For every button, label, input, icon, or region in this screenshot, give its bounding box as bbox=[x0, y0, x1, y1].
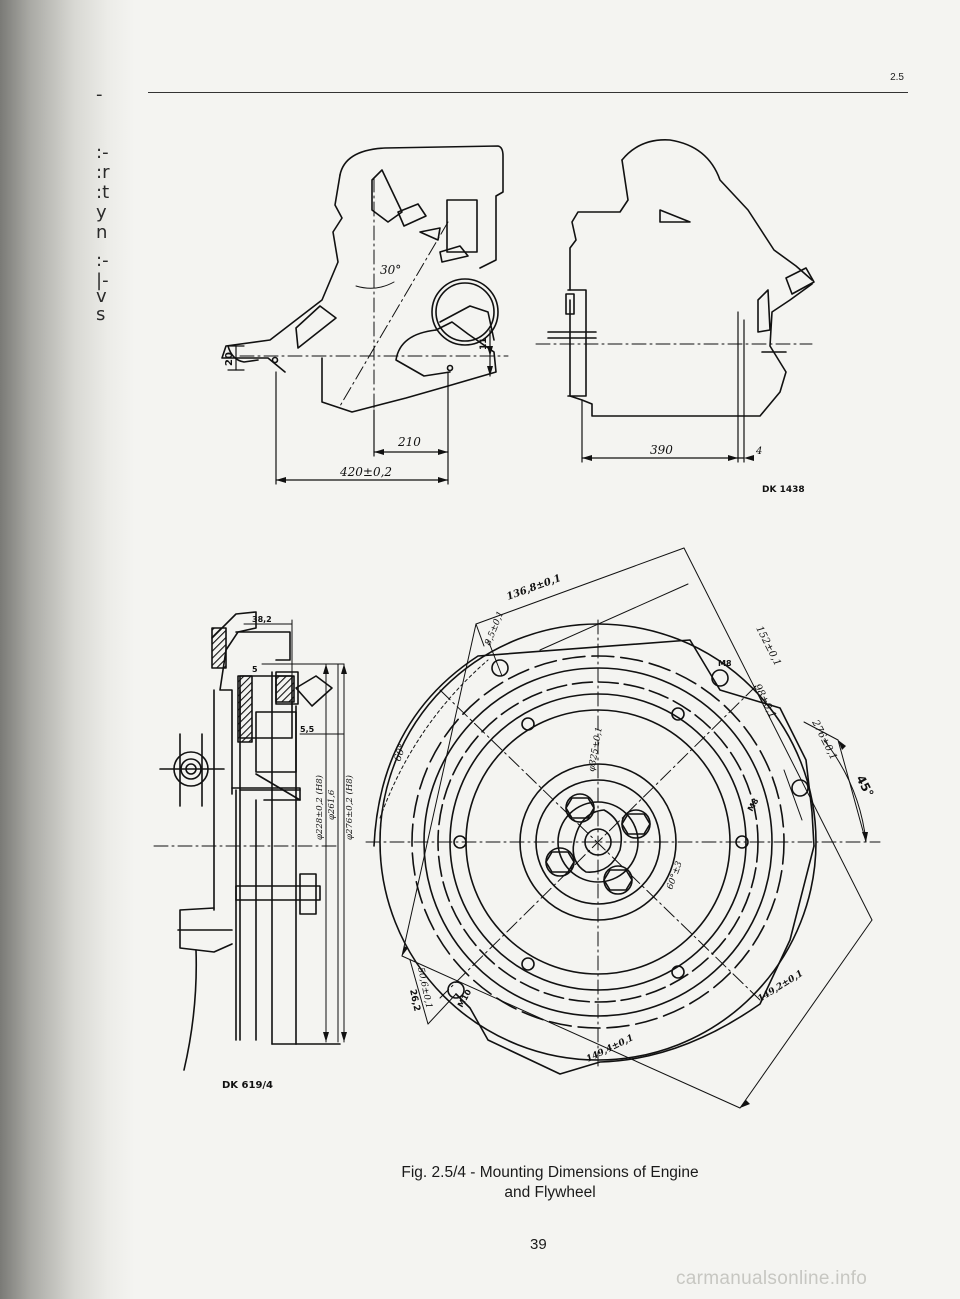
figure-caption-line-2: and Flywheel bbox=[504, 1184, 596, 1201]
book-binding-shadow bbox=[0, 0, 135, 1299]
flywheel-hole-1: M8 bbox=[718, 659, 732, 668]
watermark: carmanualsonline.info bbox=[676, 1268, 868, 1289]
flywheel-dim-right-1: 152±0,1 bbox=[753, 624, 782, 668]
margin-fragment: :r bbox=[96, 162, 110, 183]
engine-side-view bbox=[547, 139, 815, 417]
front-dim-left-label: 20 bbox=[224, 352, 235, 366]
section-drawing-ref: DK 619/4 bbox=[222, 1080, 273, 1091]
section-view-dimensions bbox=[153, 619, 345, 1043]
figure-caption-line-1: Fig. 2.5/4 - Mounting Dimensions of Engi… bbox=[401, 1164, 699, 1181]
section-dim-gap: 5,5 bbox=[300, 725, 315, 734]
flywheel-section-view bbox=[159, 611, 341, 1071]
margin-fragment: |- bbox=[96, 270, 109, 291]
front-dim-half-label: 210 bbox=[397, 435, 421, 449]
flywheel-dim-right-3: 276±0,1 bbox=[809, 717, 839, 762]
flywheel-dimensions bbox=[379, 547, 873, 1109]
page-number: 39 bbox=[530, 1236, 547, 1253]
margin-fragment: n bbox=[96, 222, 108, 243]
margin-fragment: :t bbox=[96, 182, 110, 203]
flywheel-dim-bottom-right: 149,2±0,1 bbox=[756, 969, 805, 1005]
margin-fragment: v bbox=[96, 286, 107, 307]
margin-fragment: :- bbox=[96, 142, 109, 163]
flywheel-dim-pcd: φ325±0,1 bbox=[587, 726, 605, 772]
flywheel-dim-top: 136,8±0,1 bbox=[505, 573, 562, 603]
side-dim-offset-label: 4 bbox=[755, 446, 762, 457]
front-dim-right-label: 11 bbox=[479, 337, 489, 350]
section-dim-d1: φ228±0,2 (H8) bbox=[314, 775, 325, 840]
header-rule bbox=[148, 92, 908, 93]
margin-fragment: - bbox=[96, 84, 103, 105]
margin-fragment: y bbox=[96, 202, 107, 223]
side-drawing-ref: DK 1438 bbox=[762, 485, 805, 495]
front-dim-full-label: 420±0,2 bbox=[339, 465, 392, 479]
front-angle-label: 30° bbox=[380, 263, 401, 277]
flywheel-hole-3: M10 bbox=[456, 988, 474, 1009]
engine-mount-holes bbox=[447, 659, 809, 999]
section-dim-small: 5 bbox=[252, 665, 258, 674]
section-dim-top: 38,2 bbox=[252, 615, 272, 624]
margin-fragment: :- bbox=[96, 250, 109, 271]
margin-fragment: s bbox=[96, 304, 106, 325]
side-dim-length-label: 390 bbox=[650, 443, 673, 457]
section-dim-d3: φ276±0,2 (H8) bbox=[344, 775, 355, 840]
flywheel-angle-2: 45° bbox=[853, 773, 876, 800]
engine-front-view bbox=[221, 145, 504, 413]
flywheel-centerlines bbox=[365, 619, 881, 1067]
crank-bolt-holes bbox=[545, 793, 651, 895]
front-view-dimensions bbox=[227, 329, 491, 485]
flywheel-hole-2: M8 bbox=[746, 796, 761, 813]
flywheel-angle-1: 60° bbox=[392, 743, 408, 763]
flywheel-front-view bbox=[373, 623, 817, 1075]
clutch-mounting-holes bbox=[453, 707, 749, 979]
side-view-dimensions bbox=[581, 311, 745, 463]
front-view-centerlines bbox=[239, 177, 509, 413]
flywheel-dim-flange: 8,5±0,1 bbox=[484, 610, 507, 647]
section-number: 2.5 bbox=[890, 72, 904, 83]
section-dim-d2: φ261,6 bbox=[327, 789, 337, 820]
flywheel-dim-bottom-left-2: 26,2 bbox=[407, 989, 421, 1013]
